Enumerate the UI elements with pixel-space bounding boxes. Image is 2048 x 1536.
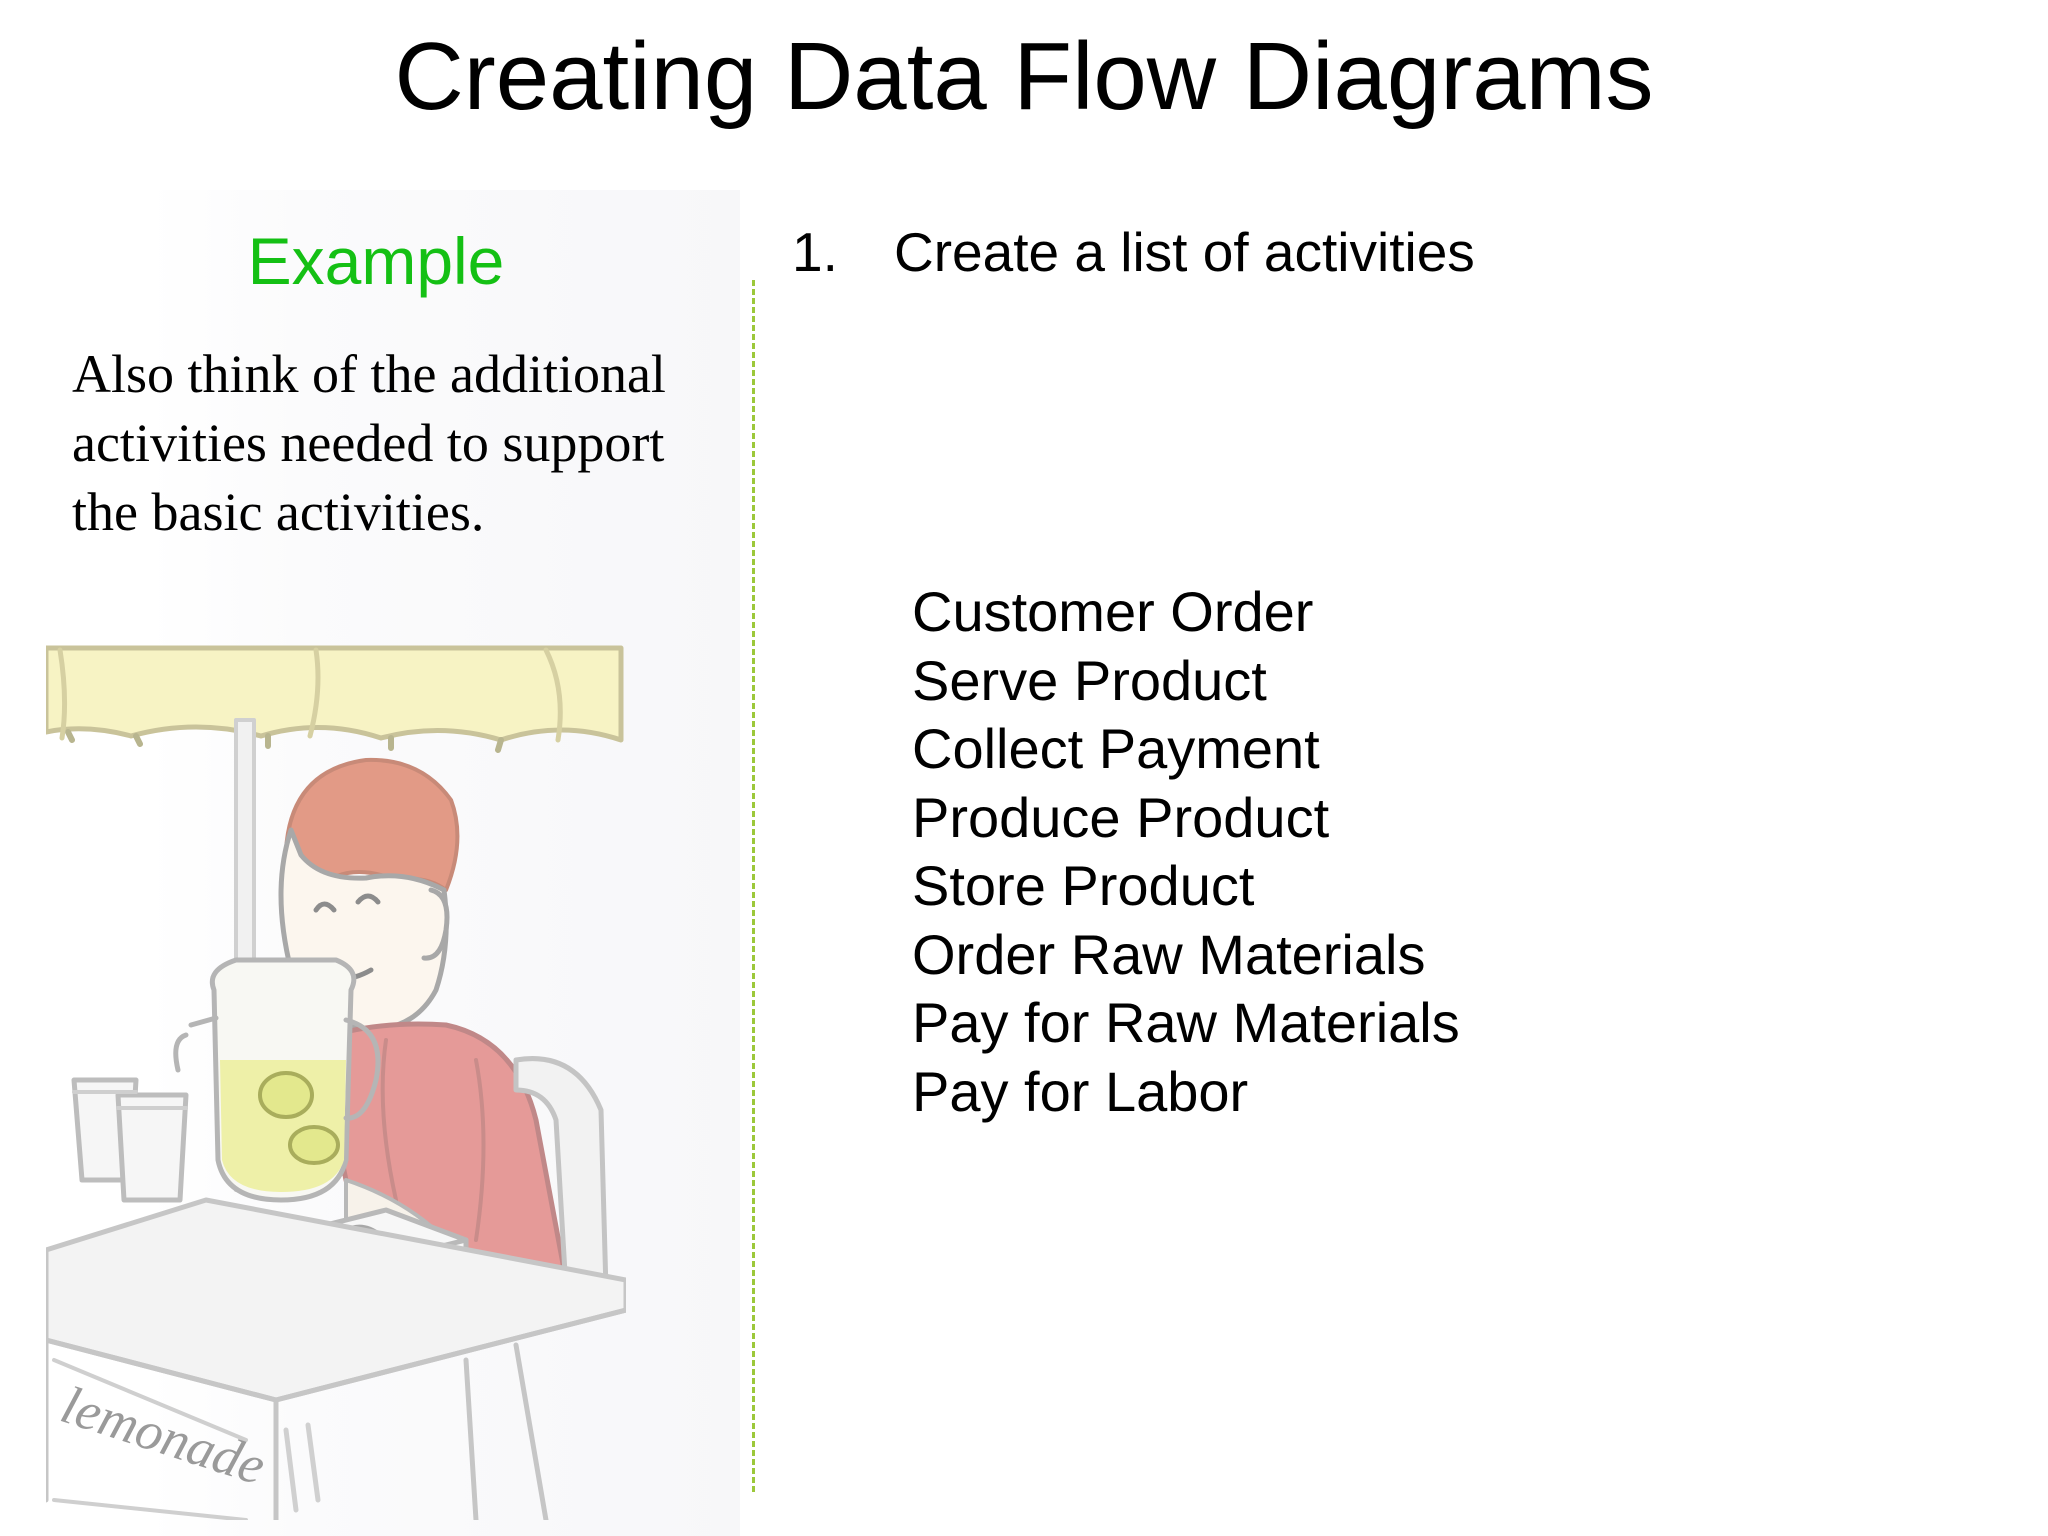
step-item: 1. Create a list of activities <box>792 220 1475 284</box>
umbrella-canopy <box>46 645 624 743</box>
activity-item: Collect Payment <box>912 717 1320 780</box>
lemonade-stand-illustration: lemonade <box>46 645 626 1520</box>
stand-table <box>46 1197 626 1403</box>
column-divider <box>752 280 755 1492</box>
step-number: 1. <box>792 221 838 283</box>
activity-item: Pay for Raw Materials <box>912 991 1460 1054</box>
paper-cup <box>115 1092 189 1203</box>
activity-list: Customer Order Serve Product Collect Pay… <box>912 578 1460 1126</box>
activity-item: Pay for Labor <box>912 1059 1249 1123</box>
example-heading: Example <box>247 224 505 298</box>
step-text: Create a list of activities <box>894 221 1475 283</box>
activity-item: Customer Order <box>912 580 1314 643</box>
activity-item: Serve Product <box>912 648 1267 712</box>
example-description: Also think of the additional activities … <box>72 344 666 542</box>
activity-item: Store Product <box>912 854 1255 917</box>
slide-title: Creating Data Flow Diagrams <box>394 23 1654 130</box>
activity-item: Produce Product <box>912 785 1330 849</box>
activity-item: Order Raw Materials <box>912 922 1426 986</box>
